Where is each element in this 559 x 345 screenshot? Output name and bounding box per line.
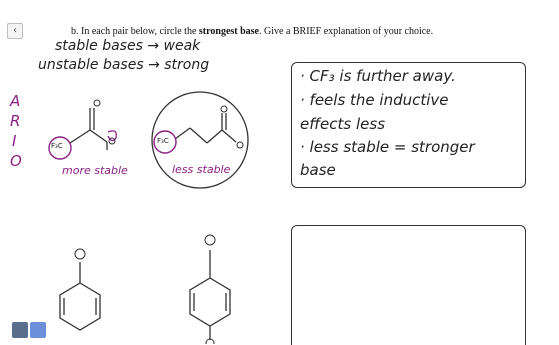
question-text-a: In each pair below, circle the <box>78 26 199 37</box>
side-letter-i: I <box>12 132 17 150</box>
phenoxide-oxygen-charge-icon <box>74 248 86 260</box>
question-text-b: . Give a BRIEF explanation of your choic… <box>259 26 434 37</box>
answer-box-1[interactable]: · CF₃ is further away. · feels the induc… <box>291 62 526 188</box>
back-button[interactable]: ‹ <box>7 23 23 39</box>
label-less-stable: less stable <box>172 163 231 176</box>
bottom-toolbar <box>12 322 46 338</box>
left-oxide-charge-icon <box>108 137 116 145</box>
question-instruction: b. In each pair below, circle the strong… <box>71 26 433 37</box>
left-cf3-circle <box>48 136 72 160</box>
right-f3c-group: F₃C <box>157 137 169 145</box>
phenoxide-molecule <box>59 262 101 331</box>
left-molecule <box>69 108 108 150</box>
right-cf3-circle <box>153 130 177 154</box>
left-f3c-group: F₃C <box>51 142 63 150</box>
side-letter-a: A <box>10 92 21 110</box>
answer-line-3: effects less <box>300 115 386 133</box>
side-letter-o: O <box>10 152 22 170</box>
left-arrow-mark <box>107 130 117 142</box>
left-carbonyl-oxygen <box>93 99 101 107</box>
para-phenoxide-oxygen-charge-icon <box>204 234 216 246</box>
question-prefix: b. <box>71 26 79 37</box>
label-more-stable: more stable <box>62 164 128 177</box>
answer-line-4: · less stable = stronger <box>300 138 475 156</box>
answer-line-5: base <box>300 161 336 179</box>
camera-icon[interactable] <box>30 322 46 338</box>
note-stable-bases: stable bases → weak <box>55 38 201 54</box>
note-unstable-bases: unstable bases → strong <box>38 57 210 73</box>
answer-line-2: · feels the inductive <box>300 91 449 109</box>
side-letter-r: R <box>10 112 21 130</box>
question-strong: strongest base <box>198 26 259 37</box>
right-molecule-circle <box>151 91 249 189</box>
chevron-left-icon: ‹ <box>13 25 17 36</box>
para-phenoxide-molecule <box>189 250 231 340</box>
right-molecule <box>174 113 237 144</box>
whiteboard-icon[interactable] <box>12 322 28 338</box>
para-substituent-oxygen <box>205 338 215 344</box>
answer-box-2[interactable] <box>291 225 526 345</box>
right-oxide-charge-icon <box>236 141 244 149</box>
right-carbonyl-oxygen <box>220 105 228 113</box>
answer-line-1: · CF₃ is further away. <box>300 67 456 85</box>
